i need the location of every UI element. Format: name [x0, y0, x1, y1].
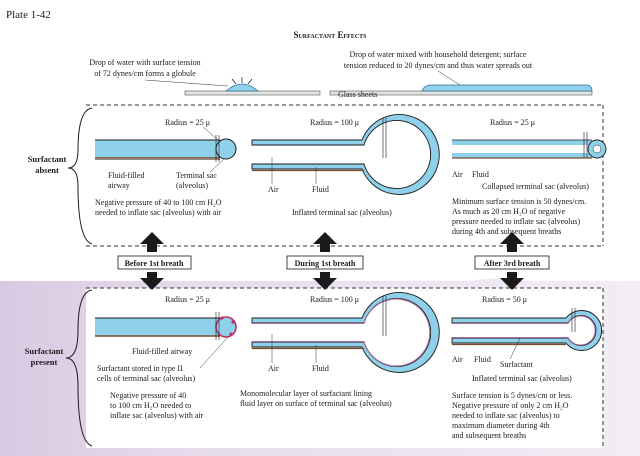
after-box [474, 255, 550, 270]
present-p2-fluid: Fluid [312, 364, 329, 373]
absent-p2-caption: Inflated terminal sac (alveolus) [292, 208, 392, 217]
detergent-caption-line-1: Drop of water mixed with household deter… [350, 50, 527, 59]
present-p1-caption-1: Negative pressure of 40 [110, 391, 186, 400]
absent-p3-caption-4: during 4th and subsequent breaths [452, 227, 561, 236]
absent-p3-caption-1: Minimum surface tension is 50 dynes/cm. [452, 197, 586, 206]
present-p2-radius: Radius = 100 μ [310, 295, 359, 304]
present-inflated-sac-after [451, 308, 602, 351]
present-p3-caption-5: and subsequent breaths [452, 431, 526, 440]
present-p3-sac: Inflated terminal sac (alveolus) [472, 374, 572, 383]
transition-before: Before 1st breath [117, 232, 192, 290]
glass-sheet-left [184, 90, 321, 96]
present-p1-caption-2: to 100 cm H₂O needed to [110, 401, 191, 410]
before-box [117, 255, 192, 270]
present-p1-radius: Radius = 25 μ [165, 295, 210, 304]
absent-p1-radius: Radius = 25 μ [165, 118, 210, 127]
absent-p2-radius: Radius = 100 μ [310, 118, 359, 127]
arrow-down-before [140, 272, 164, 290]
absent-p3-caption-2: As much as 20 cm H₂O of negative [452, 207, 566, 216]
glass-sheets-label: Glass sheets [338, 90, 377, 99]
absent-row-label: Surfactant absent [28, 150, 68, 182]
absent-label-line-1: Surfactant [28, 154, 67, 164]
absent-collapsed-sac [452, 132, 607, 159]
present-p3-radius: Radius = 50 μ [482, 295, 527, 304]
arrow-down-after [500, 272, 524, 290]
absent-label-line-2: absent [35, 165, 59, 175]
absent-brace [67, 107, 93, 245]
present-p2-caption-2: fluid layer on surface of terminal sac (… [240, 399, 392, 408]
plate-label: Plate 1-42 [6, 9, 51, 21]
present-p3-caption-4: maximum diameter during 4th [452, 421, 550, 430]
water-globule [225, 83, 259, 92]
spread-leader [437, 70, 461, 86]
present-p2-air: Air [268, 364, 279, 373]
present-label-line-1: Surfactant [25, 346, 64, 356]
globule-leader [144, 79, 229, 87]
arrow-up-during [313, 232, 337, 252]
globule-caption-line-2: of 72 dynes/cm forms a globule [94, 69, 196, 78]
absent-p3-caption-3: pressure needed to inflate sac (alveolus… [452, 217, 581, 226]
arrow-down-during [313, 272, 337, 290]
absent-p1-sac-1: Terminal sac [176, 171, 217, 180]
present-brace [65, 289, 93, 447]
absent-p1-caption-1: Negative pressure of 40 to 100 cm H₂O [95, 198, 222, 207]
absent-p2-fluid: Fluid [312, 185, 329, 194]
absent-p1-airway-2: airway [108, 181, 130, 190]
absent-p3-radius: Radius = 25 μ [490, 118, 535, 127]
absent-fluid-filled-airway [95, 135, 237, 162]
absent-inflated-sac [251, 114, 440, 195]
during-box [286, 255, 364, 270]
transition-during: During 1st breath [286, 232, 364, 290]
airway-fluid [95, 140, 220, 158]
absent-p1-caption-2: needed to inflate sac (alveolus) with ai… [95, 208, 222, 217]
during-label: During 1st breath [295, 259, 356, 268]
detergent-caption-line-2: tension reduced to 20 dynes/cm and thus … [344, 61, 533, 70]
globule-caption-line-1: Drop of water with surface tension [89, 58, 200, 67]
absent-sac-fluid [251, 114, 440, 195]
present-p1-stored-2: cells of terminal sac (alveolus) [97, 374, 196, 383]
transition-after: After 3rd breath [474, 232, 550, 290]
absent-p3-air: Air [452, 170, 463, 179]
present-p3-surfactant: Surfactant [500, 360, 534, 369]
arrow-up-before [140, 232, 164, 252]
present-p3-fluid: Fluid [474, 355, 491, 364]
present-p1-stored-1: Surfactant stored in type II [97, 364, 183, 373]
present-fluid-filled-airway [95, 312, 237, 340]
present-p3-caption-1: Surface tension is 5 dynes/cm or less. [452, 391, 572, 400]
present-p3-caption-2: Negative pressure of only 2 cm H₂O [452, 401, 569, 410]
present-panel [86, 288, 603, 448]
present-p3-caption-3: needed to inflate sac (alveolus) to [452, 411, 560, 420]
figure-title: Surfactant Effects [293, 30, 367, 40]
before-label: Before 1st breath [125, 259, 184, 268]
present-p1-caption-3: inflate sac (alveolus) with air [110, 411, 204, 420]
present-p3-air: Air [452, 355, 463, 364]
absent-p3-sac: Collapsed terminal sac (alveolus) [482, 182, 589, 191]
after-label: After 3rd breath [484, 259, 541, 268]
surface-tension-arrows [231, 77, 253, 85]
present-p1-airway: Fluid-filled airway [132, 347, 192, 356]
water-spread [421, 84, 593, 92]
absent-p1-airway-1: Fluid-filled [108, 171, 144, 180]
absent-p3-fluid: Fluid [472, 170, 489, 179]
absent-p1-sac-2: (alveolus) [176, 181, 208, 190]
present-p2-caption-1: Monomolecular layer of surfactant lining [240, 389, 372, 398]
absent-p2-air: Air [268, 185, 279, 194]
present-inflated-sac [251, 292, 440, 373]
present-row-label: Surfactant present [25, 346, 64, 367]
present-label-line-2: present [31, 357, 58, 367]
arrow-up-after [500, 232, 524, 252]
